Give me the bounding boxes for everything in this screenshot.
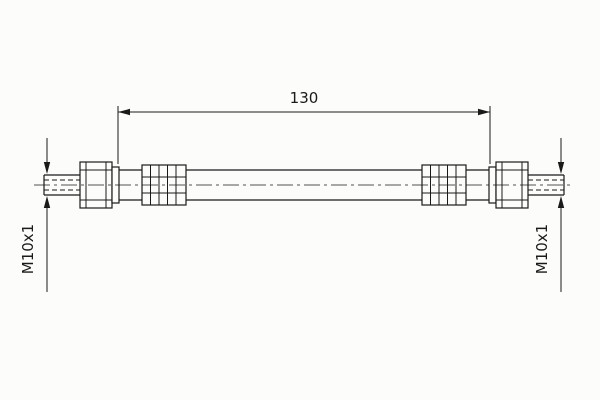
right-thread-callout: M10x1 (533, 138, 565, 292)
right-callout-up-arrow (557, 196, 565, 208)
left-thread-callout: M10x1 (19, 138, 51, 292)
right-callout-down-arrow (557, 162, 565, 174)
length-dimension-label: 130 (290, 89, 319, 107)
right-thread-label: M10x1 (533, 224, 551, 274)
dimension-arrow-left (118, 108, 130, 116)
dimension-arrow-right (478, 108, 490, 116)
left-callout-down-arrow (43, 162, 51, 174)
left-fitting (43, 161, 120, 209)
left-callout-up-arrow (43, 196, 51, 208)
left-thread-label: M10x1 (19, 224, 37, 274)
length-dimension: 130 (117, 89, 491, 164)
